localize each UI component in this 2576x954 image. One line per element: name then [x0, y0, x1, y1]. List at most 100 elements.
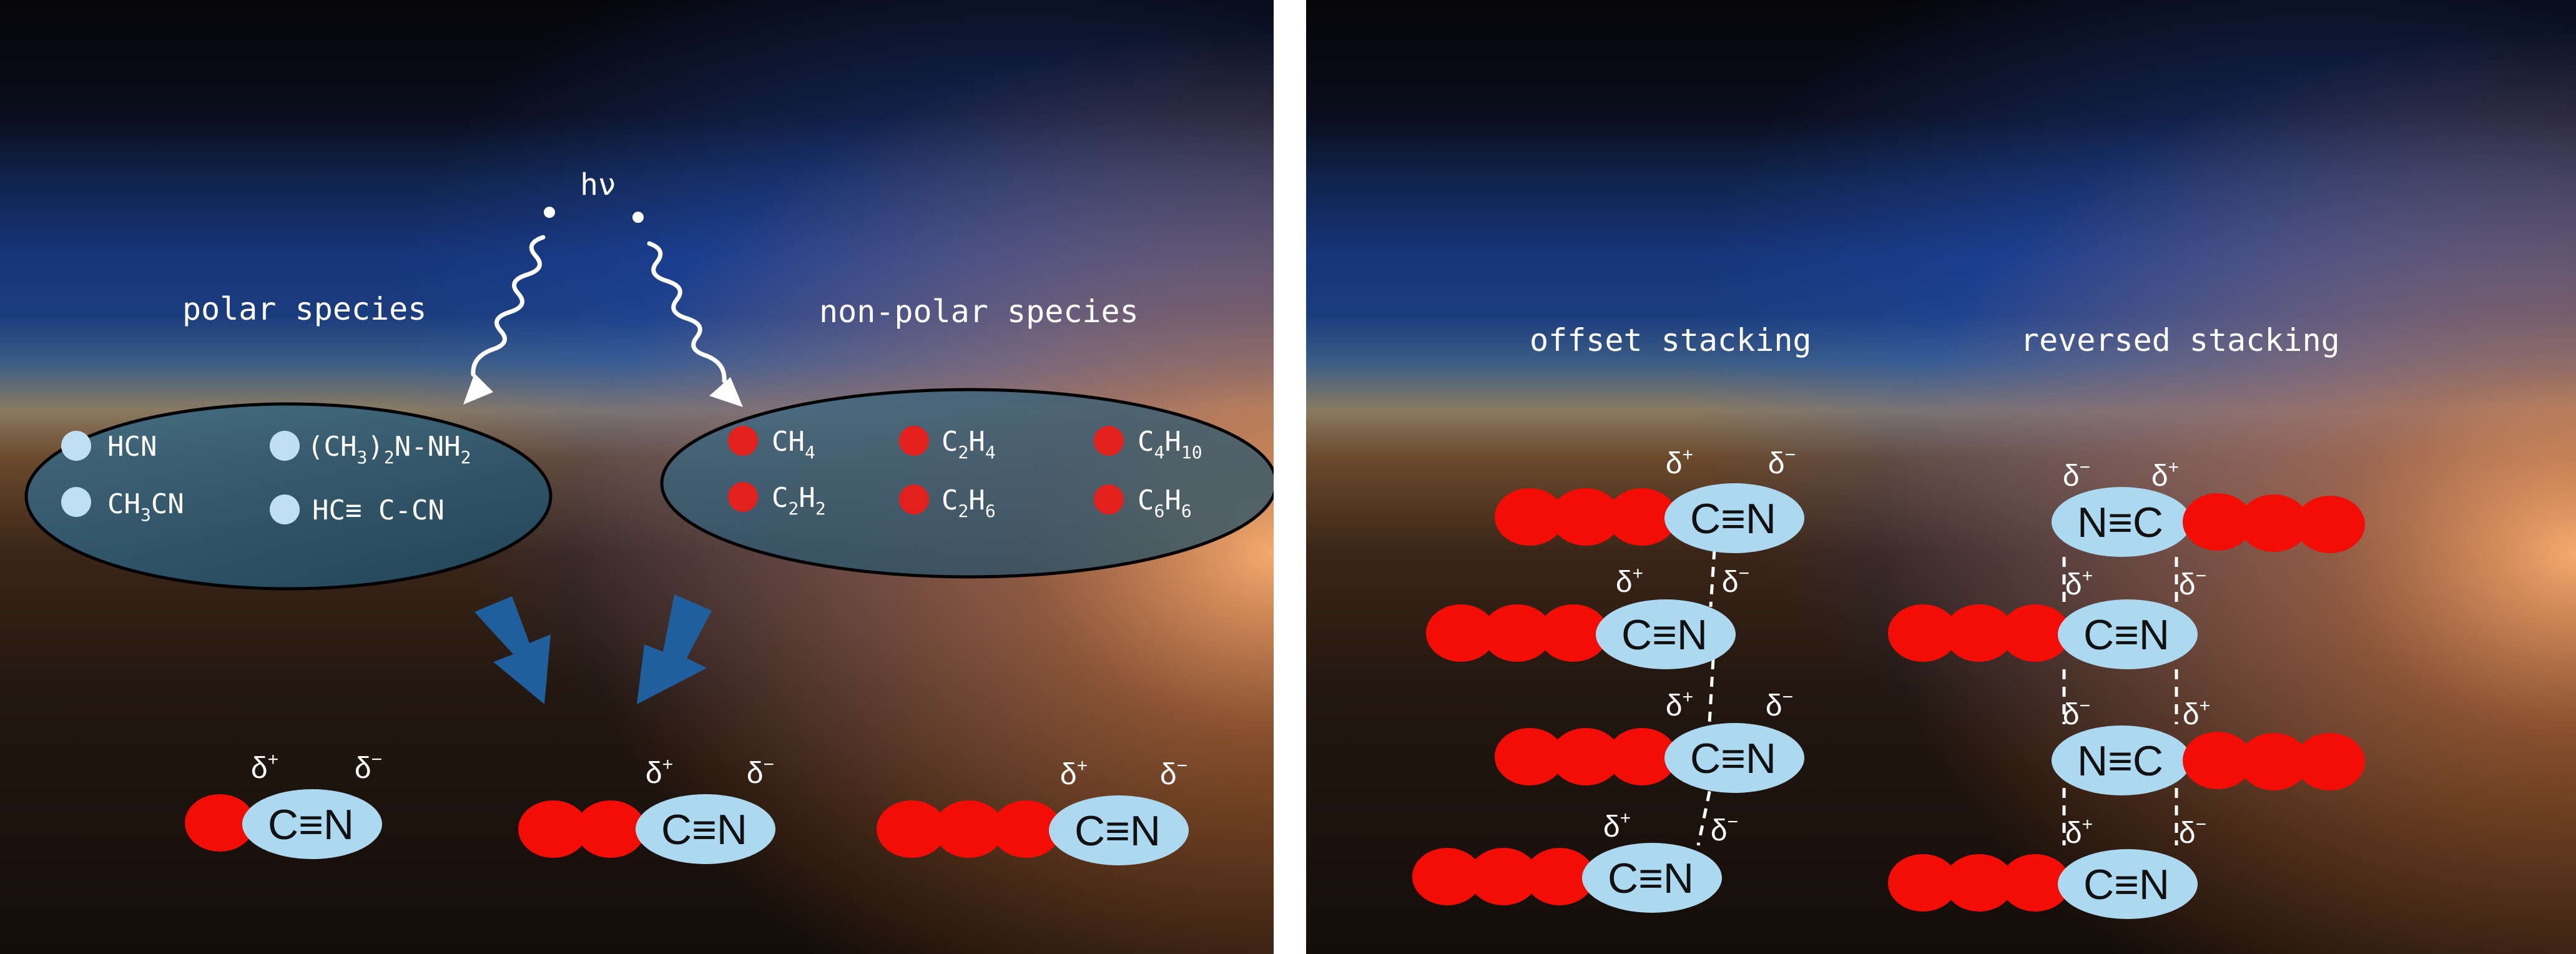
nonpolar-species-list: CH4 C2H4 C4H10 C2H2 C2H6 C6H6 — [728, 426, 1202, 521]
nonpolar-species-item: C2H4 — [941, 426, 996, 463]
alkyl-unit — [1482, 604, 1552, 662]
nitrile-label: N≡C — [2077, 499, 2163, 546]
reversed-molecule-1: N≡C δ− δ+ — [2052, 457, 2365, 557]
delta-minus-label: δ− — [747, 754, 774, 790]
molecule-propyl-nitrile: C≡N δ+ δ− — [877, 755, 1189, 865]
delta-plus-label: δ+ — [2151, 457, 2179, 493]
nonpolar-dot — [1094, 484, 1124, 514]
offset-molecule-3: C≡N δ+ δ− — [1495, 687, 1804, 793]
right-panel — [1306, 0, 2576, 954]
offset-stacking-links — [1696, 549, 1716, 846]
alkyl-unit — [1538, 604, 1608, 662]
delta-minus-label: δ− — [1766, 687, 1793, 722]
nonpolar-dot — [1094, 426, 1124, 456]
alkyl-unit — [2295, 496, 2365, 553]
nitrile-group — [2052, 725, 2191, 795]
alkyl-unit — [1412, 848, 1482, 905]
right-content: offset stacking reversed stacking C≡N δ+… — [1412, 322, 2365, 919]
alkyl-unit — [934, 800, 1004, 858]
delta-minus-label: δ− — [1160, 755, 1187, 791]
alkyl-unit — [2183, 732, 2253, 789]
nitrile-label: C≡N — [1074, 807, 1161, 855]
alkyl-unit — [185, 794, 255, 852]
delta-plus-label: δ+ — [1666, 687, 1693, 722]
alkyl-unit — [576, 800, 646, 858]
nitrile-label: C≡N — [661, 806, 747, 853]
photon-origin-dot-right — [632, 212, 644, 223]
nitrile-label: C≡N — [1608, 855, 1694, 902]
delta-minus-label: δ− — [2063, 696, 2090, 731]
alkyl-unit — [1468, 848, 1538, 905]
alkyl-unit — [1944, 604, 2014, 662]
polar-dot — [270, 431, 300, 461]
nitrile-group — [2052, 487, 2191, 557]
reversed-stacking-title: reversed stacking — [2020, 322, 2340, 358]
offset-molecule-2: C≡N δ+ δ− — [1426, 563, 1749, 669]
nonpolar-species-item: C2H6 — [941, 484, 996, 521]
alkyl-unit — [1495, 488, 1565, 546]
photon-arrowhead-right — [709, 377, 743, 407]
alkyl-unit — [2295, 733, 2365, 790]
delta-plus-label: δ+ — [1666, 445, 1693, 480]
delta-minus-label: δ− — [1711, 812, 1738, 847]
alkyl-unit — [1525, 848, 1595, 905]
nonpolar-species-ellipse — [660, 388, 1278, 579]
offset-stacking-title: offset stacking — [1530, 322, 1812, 358]
nonpolar-species-title: non-polar species — [819, 293, 1139, 330]
alkyl-unit — [2000, 854, 2070, 912]
nonpolar-species-item: C2H2 — [772, 482, 826, 519]
reaction-arrow-left — [474, 596, 551, 704]
nitrile-label: C≡N — [2083, 861, 2170, 908]
polar-dot — [270, 494, 300, 524]
alkyl-unit — [1426, 604, 1496, 662]
alkyl-unit — [2000, 604, 2070, 662]
reversed-molecule-4: C≡N δ+ δ− — [1888, 814, 2206, 919]
nonpolar-dot — [728, 426, 758, 456]
polar-species-item: HCN — [107, 431, 157, 463]
polar-species-item: HC≡ C-CN — [312, 494, 445, 526]
nitrile-group — [2058, 849, 2198, 919]
delta-minus-label: δ− — [355, 749, 382, 785]
delta-minus-label: δ− — [2179, 566, 2206, 601]
nitrile-group — [1664, 483, 1804, 553]
delta-plus-label: δ+ — [251, 749, 278, 785]
polar-species-item: (CH3)2N-NH2 — [307, 431, 471, 468]
alkyl-unit — [1944, 854, 2014, 912]
nitrile-group — [2058, 599, 2198, 669]
polar-species-item: CH3CN — [107, 488, 184, 525]
photon-label: hν — [580, 167, 616, 202]
left-content: hν polar species non-polar species HCN (… — [24, 167, 1278, 865]
nonpolar-species-item: C4H10 — [1138, 426, 1202, 463]
nitrile-group — [1049, 795, 1189, 865]
molecule-methyl-nitrile: C≡N δ+ δ− — [185, 749, 382, 859]
reversed-molecule-2: C≡N δ+ δ− — [1888, 566, 2206, 669]
alkyl-unit — [1551, 728, 1621, 785]
panel-divider — [1274, 0, 1306, 954]
nonpolar-species-item: C6H6 — [1138, 484, 1192, 521]
alkyl-unit — [1888, 604, 1958, 662]
nitrile-label: C≡N — [1621, 611, 1708, 659]
delta-plus-label: δ+ — [1603, 808, 1631, 843]
photon-wave-right — [647, 241, 727, 383]
polar-dot — [61, 431, 91, 461]
photon-arrowhead-left — [463, 373, 493, 405]
alkyl-unit — [877, 800, 946, 858]
alkyl-unit — [2239, 733, 2309, 790]
photon-wave-left — [471, 235, 546, 377]
delta-plus-label: δ+ — [1060, 755, 1088, 791]
polar-dot — [61, 487, 91, 517]
alkyl-unit — [1607, 728, 1677, 785]
reversed-stacking-links — [2062, 557, 2178, 845]
nonpolar-species-item: CH4 — [772, 426, 815, 463]
delta-plus-label: δ+ — [646, 754, 673, 790]
nonpolar-dot — [728, 482, 758, 512]
alkyl-unit — [2183, 493, 2253, 551]
photon-origin-dot-left — [544, 207, 555, 218]
nitrile-group — [1664, 723, 1804, 793]
nitrile-label: C≡N — [1690, 735, 1776, 782]
nitrile-group — [1596, 599, 1736, 669]
alkyl-unit — [1607, 488, 1677, 546]
nitrile-group — [1582, 843, 1722, 913]
alkyl-unit — [1551, 488, 1621, 546]
